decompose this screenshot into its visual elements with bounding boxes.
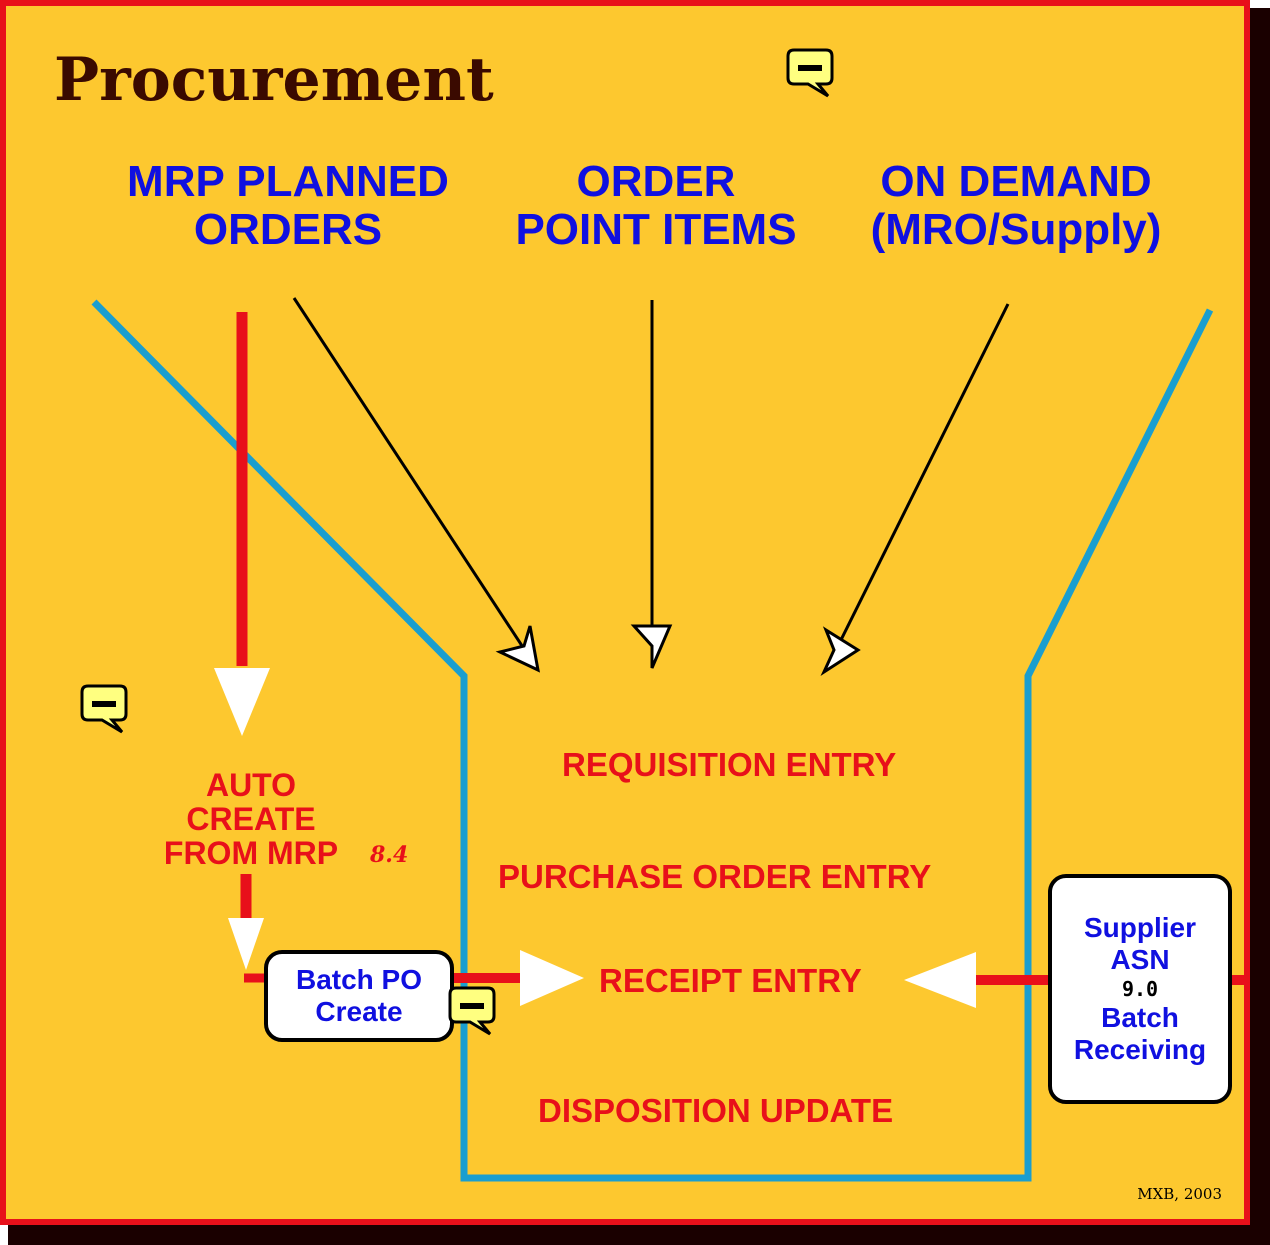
supplier-asn-batch-receiving-box[interactable]: Supplier ASN 9.0 Batch Receiving — [1048, 874, 1232, 1104]
mrp-flow-arrowhead — [214, 668, 270, 736]
flow-diagram — [91, 297, 1244, 1182]
step-receipt-entry: RECEIPT ENTRY — [599, 962, 862, 999]
auto-create-line-2: CREATE — [186, 801, 316, 837]
mrp-to-requisition-arrow — [292, 297, 532, 659]
source-order-point-items: ORDER POINT ITEMS — [486, 158, 826, 254]
comment-icon[interactable] — [78, 682, 130, 734]
batch-po-arrowhead — [520, 950, 584, 1006]
supplier-line-3: Batch — [1101, 1002, 1179, 1033]
source-on-demand: ON DEMAND (MRO/Supply) — [836, 158, 1196, 254]
order-point-arrowhead — [630, 624, 673, 669]
source-mrp-planned-orders: MRP PLANNED ORDERS — [88, 158, 488, 254]
comment-icon[interactable] — [784, 46, 836, 98]
source-mrp-line-2: ORDERS — [193, 205, 383, 254]
mrp-to-requisition-arrowhead — [495, 625, 540, 673]
step-disposition-update: DISPOSITION UPDATE — [538, 1092, 894, 1129]
batch-po-line-2: Create — [315, 996, 403, 1027]
step-requisition-entry: REQUISITION ENTRY — [562, 746, 897, 783]
on-demand-arrow — [830, 303, 1010, 659]
source-on-demand-line-1: ON DEMAND — [880, 157, 1152, 206]
comment-icon[interactable] — [446, 984, 498, 1036]
credit: MXB, 2003 — [1137, 1185, 1222, 1203]
supplier-line-4: Receiving — [1073, 1034, 1207, 1065]
batch-po-line-1: Batch PO — [295, 964, 423, 995]
supplier-line-1: Supplier — [1083, 912, 1196, 943]
on-demand-arrowhead — [820, 626, 861, 677]
auto-create-line-1: AUTO — [205, 767, 297, 803]
auto-create-version: 8.4 — [370, 842, 409, 868]
page-title: Procurement — [54, 45, 494, 115]
slide: Procurement MRP PLANNED ORDERS ORDER POI… — [0, 0, 1250, 1225]
supplier-arrowhead — [904, 952, 976, 1008]
funnel-outline — [91, 299, 1214, 1182]
auto-create-arrowhead — [228, 918, 264, 970]
auto-create-from-mrp: AUTO CREATE FROM MRP — [146, 768, 356, 870]
auto-create-line-3: FROM MRP — [163, 835, 339, 871]
step-purchase-order-entry: PURCHASE ORDER ENTRY — [498, 858, 932, 895]
source-on-demand-line-2: (MRO/Supply) — [870, 205, 1162, 254]
supplier-version: 9.0 — [1121, 977, 1159, 1001]
batch-po-create-box[interactable]: Batch PO Create — [264, 950, 454, 1042]
source-mrp-line-1: MRP PLANNED — [127, 157, 449, 206]
supplier-line-2: ASN — [1110, 944, 1170, 975]
source-order-point-line-1: ORDER — [576, 157, 736, 206]
source-order-point-line-2: POINT ITEMS — [515, 205, 797, 254]
